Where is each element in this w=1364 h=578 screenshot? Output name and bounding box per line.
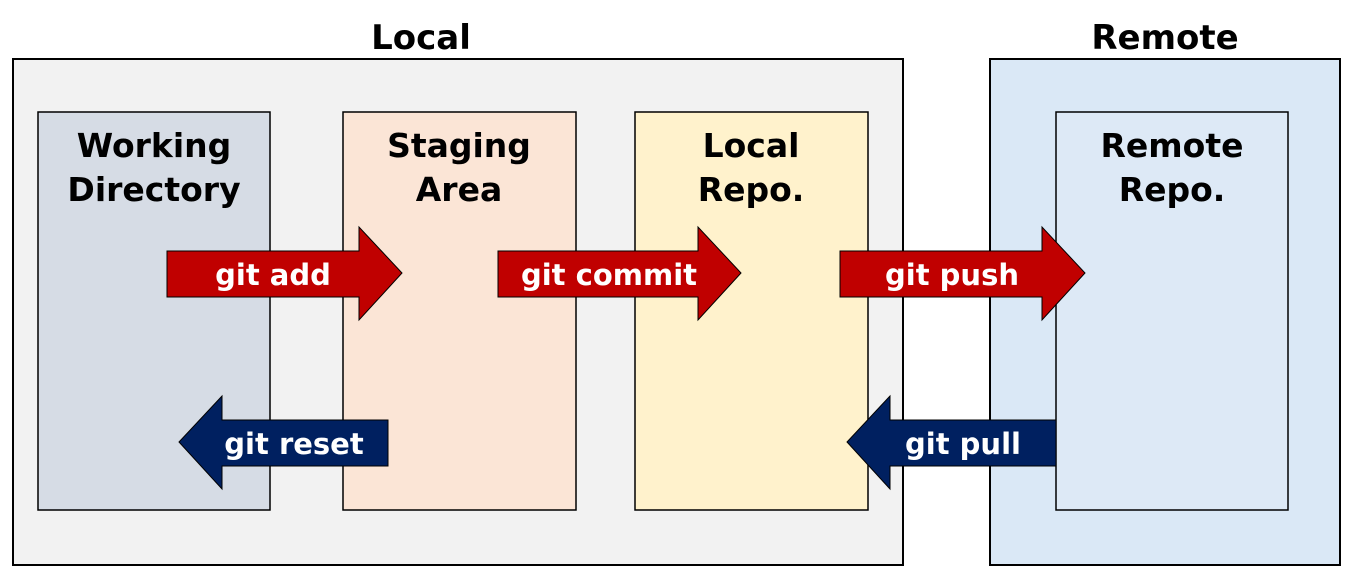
remote-repo-label-line2: Repo. xyxy=(1119,170,1226,209)
git-commit-label: git commit xyxy=(521,258,697,292)
git-pull-label: git pull xyxy=(905,427,1021,461)
git-push-arrow: git push xyxy=(839,225,1086,322)
working-directory-label-line1: Working xyxy=(77,126,232,165)
git-commit-arrow: git commit xyxy=(497,225,742,322)
git-pull-arrow-shape xyxy=(846,394,1057,491)
git-add-arrow-shape xyxy=(166,225,403,322)
git-push-label: git push xyxy=(885,258,1019,292)
local-repo-rect xyxy=(634,111,869,511)
git-add-label: git add xyxy=(215,258,331,292)
remote-repo-label-line1: Remote xyxy=(1100,126,1243,165)
remote-group-title: Remote xyxy=(1091,18,1238,58)
staging-area-label-line2: Area xyxy=(416,170,502,209)
remote-repo-rect xyxy=(1055,111,1289,511)
remote-repo-box: Remote Repo. xyxy=(1055,111,1289,511)
git-commit-arrow-shape xyxy=(497,225,742,322)
working-directory-label-line2: Directory xyxy=(67,170,240,209)
local-repo-label-line2: Repo. xyxy=(698,170,805,209)
git-reset-arrow: git reset xyxy=(178,394,389,491)
staging-area-box: Staging Area xyxy=(342,111,577,511)
git-pull-arrow: git pull xyxy=(846,394,1057,491)
local-group-title: Local xyxy=(371,18,471,58)
local-repo-box: Local Repo. xyxy=(634,111,869,511)
git-reset-label: git reset xyxy=(224,427,364,461)
git-push-arrow-shape xyxy=(839,225,1086,322)
git-add-arrow: git add xyxy=(166,225,403,322)
staging-area-label-line1: Staging xyxy=(387,126,531,165)
local-repo-label-line1: Local xyxy=(703,126,800,165)
git-reset-arrow-shape xyxy=(178,394,389,491)
